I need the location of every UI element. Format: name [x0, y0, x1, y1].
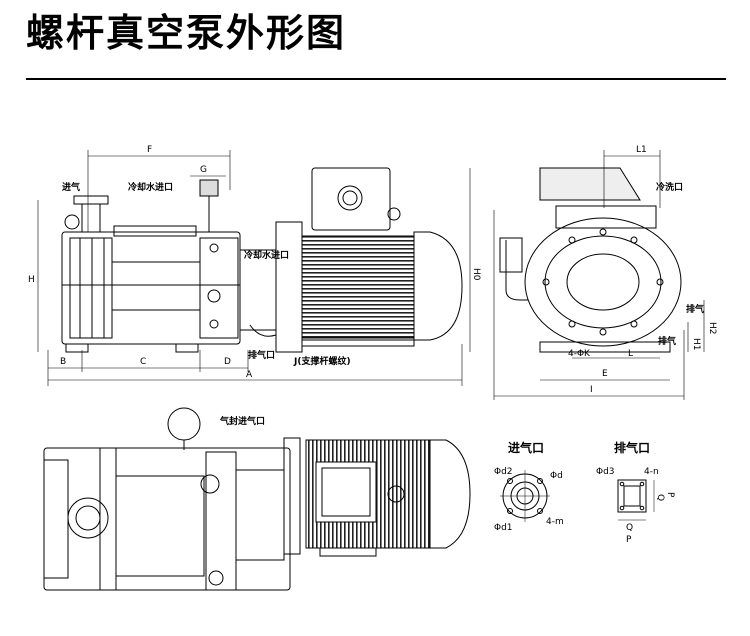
inlet-d1: Φd1 — [494, 523, 513, 533]
dim-A: A — [246, 370, 253, 380]
dim-C: C — [140, 357, 146, 367]
dim-H0: H0 — [471, 268, 481, 281]
dim-H: H — [28, 275, 35, 285]
dim-D: D — [224, 357, 231, 367]
label-gas-seal-inlet: 气封进气口 — [219, 415, 265, 427]
label-flush-port: 冷洗口 — [656, 181, 683, 193]
label-exhaust-right2: 排气 — [658, 335, 676, 347]
exhaust-P: P — [665, 492, 675, 498]
dim-L: L — [628, 349, 633, 359]
top-view-text: 气封进气口 — [219, 415, 265, 427]
exhaust-detail — [617, 479, 655, 521]
exhaust-P2: P — [626, 535, 632, 545]
exhaust-detail-title: 排气口 — [614, 440, 650, 455]
label-support-rod: J(支撑杆螺纹) — [293, 355, 351, 367]
dim-H1: H1 — [691, 338, 701, 351]
dim-H2: H2 — [707, 322, 717, 335]
front-view-dimensions — [37, 150, 471, 386]
dim-4K: 4-ΦK — [568, 349, 591, 359]
inlet-detail — [500, 470, 550, 522]
label-exhaust-right: 排气 — [686, 303, 704, 315]
side-view — [499, 167, 682, 353]
dim-G: G — [200, 165, 207, 175]
exhaust-n: 4-n — [644, 467, 659, 477]
inlet-detail-title: 进气口 — [508, 440, 544, 455]
title-underline — [26, 78, 726, 80]
dim-F: F — [147, 145, 152, 155]
exhaust-detail-text: 排气口 Φd3 4-n Q P Q P — [596, 440, 675, 545]
side-view-dimensions — [493, 150, 705, 400]
side-view-text: L1 H2 H1 4-ΦK L E I 冷洗口 排气 排气 — [568, 145, 717, 395]
label-exhaust-port: 排气口 — [248, 349, 275, 361]
exhaust-Q2: Q — [626, 523, 633, 533]
label-cooling-in-top: 冷却水进口 — [128, 181, 173, 193]
exhaust-d3: Φd3 — [596, 467, 615, 477]
label-cooling-in-side: 冷却水进口 — [244, 249, 289, 261]
inlet-d: Φd — [550, 471, 563, 481]
inlet-d2: Φd2 — [494, 467, 513, 477]
page-title: 螺杆真空泵外形图 — [26, 11, 347, 55]
inlet-m: 4-m — [546, 517, 564, 527]
label-inlet: 进气 — [62, 181, 80, 193]
dim-B: B — [60, 357, 66, 367]
dim-I: I — [590, 385, 593, 395]
dim-E: E — [602, 369, 608, 379]
front-view-text: F G H H0 B C D A 进气 冷却水进口 冷却水进口 排气口 J(支撑… — [28, 145, 481, 380]
exhaust-Q: Q — [655, 494, 665, 501]
top-view — [43, 407, 471, 591]
front-view — [61, 167, 463, 353]
inlet-detail-text: 进气口 Φd2 Φd Φd1 4-m — [494, 440, 564, 533]
dim-L1: L1 — [636, 145, 647, 155]
